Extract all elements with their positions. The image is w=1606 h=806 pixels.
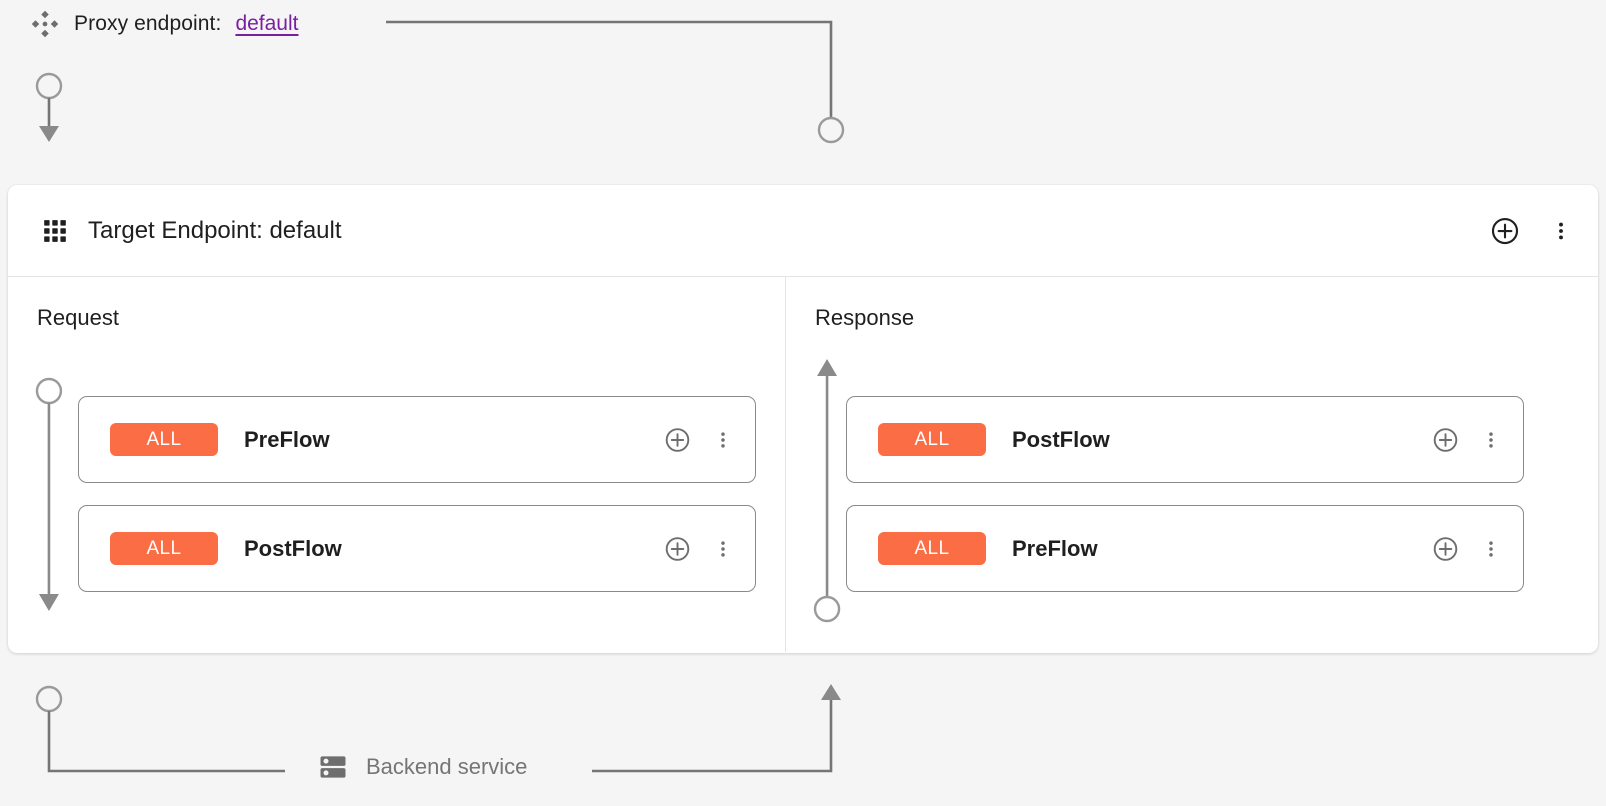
plus-circle-icon[interactable] <box>664 426 691 453</box>
flow-badge: ALL <box>878 423 986 456</box>
request-column: Request ALL PreFlow <box>8 277 786 652</box>
flow-card-actions <box>1432 426 1501 453</box>
flow-card-actions <box>1432 535 1501 562</box>
flow-name: PostFlow <box>244 535 342 561</box>
kebab-menu-icon[interactable] <box>1481 426 1501 453</box>
apps-grid-icon <box>44 219 66 242</box>
plus-circle-icon[interactable] <box>1490 216 1520 246</box>
connector-circle-request-in <box>35 377 63 405</box>
connector-circle-target-in <box>817 116 845 144</box>
arrowhead-response-up <box>817 359 838 376</box>
target-endpoint-header-actions <box>1490 216 1572 246</box>
response-column: Response ALL PostFlow <box>786 277 1598 652</box>
kebab-menu-icon[interactable] <box>713 535 733 562</box>
flow-name: PreFlow <box>244 426 330 452</box>
response-flow-list: ALL PostFlow <box>846 396 1524 592</box>
response-column-title: Response <box>815 305 915 330</box>
server-rack-icon <box>320 756 346 778</box>
plus-circle-icon[interactable] <box>1432 426 1459 453</box>
proxy-endpoint-label: Proxy endpoint: <box>74 12 222 35</box>
flow-badge: ALL <box>110 423 218 456</box>
proxy-endpoint-row: Proxy endpoint: default <box>30 6 299 42</box>
plus-circle-icon[interactable] <box>664 535 691 562</box>
flow-card-request-postflow[interactable]: ALL PostFlow <box>78 505 756 592</box>
kebab-menu-icon[interactable] <box>713 426 733 453</box>
flow-badge: ALL <box>110 532 218 565</box>
proxy-endpoint-value-link[interactable]: default <box>235 12 299 35</box>
backend-service-row[interactable]: Backend service <box>318 752 527 782</box>
arrowhead-backend-up <box>821 684 841 700</box>
request-flow-list: ALL PreFlow <box>78 396 756 592</box>
flow-card-response-postflow[interactable]: ALL PostFlow <box>846 396 1524 483</box>
target-endpoint-panel: Target Endpoint: default Request <box>8 185 1598 653</box>
flow-name: PreFlow <box>1012 535 1098 561</box>
flow-name: PostFlow <box>1012 426 1110 452</box>
backend-service-label: Backend service <box>366 754 528 779</box>
arrowhead-request-down <box>38 594 59 611</box>
flow-card-actions <box>664 426 733 453</box>
flow-card-request-preflow[interactable]: ALL PreFlow <box>78 396 756 483</box>
flow-card-actions <box>664 535 733 562</box>
kebab-menu-icon[interactable] <box>1481 535 1501 562</box>
kebab-menu-icon[interactable] <box>1550 216 1572 246</box>
connector-circle-response-in <box>813 595 841 623</box>
target-endpoint-header: Target Endpoint: default <box>8 185 1598 277</box>
plus-circle-icon[interactable] <box>1432 535 1459 562</box>
flow-card-response-preflow[interactable]: ALL PreFlow <box>846 505 1524 592</box>
wire-backend-to-target <box>592 700 833 773</box>
flow-badge: ALL <box>878 532 986 565</box>
arrowhead-proxy-down <box>39 126 59 142</box>
page-title: Target Endpoint: default <box>88 216 342 244</box>
wire-proxy-to-target <box>386 20 833 118</box>
flow-columns: Request ALL PreFlow <box>8 277 1598 652</box>
move-diamond-icon <box>31 10 59 38</box>
wire-target-to-backend <box>47 711 285 773</box>
connector-circle-proxy-out <box>35 72 63 100</box>
request-column-title: Request <box>37 305 119 330</box>
connector-circle-target-out <box>35 685 63 713</box>
